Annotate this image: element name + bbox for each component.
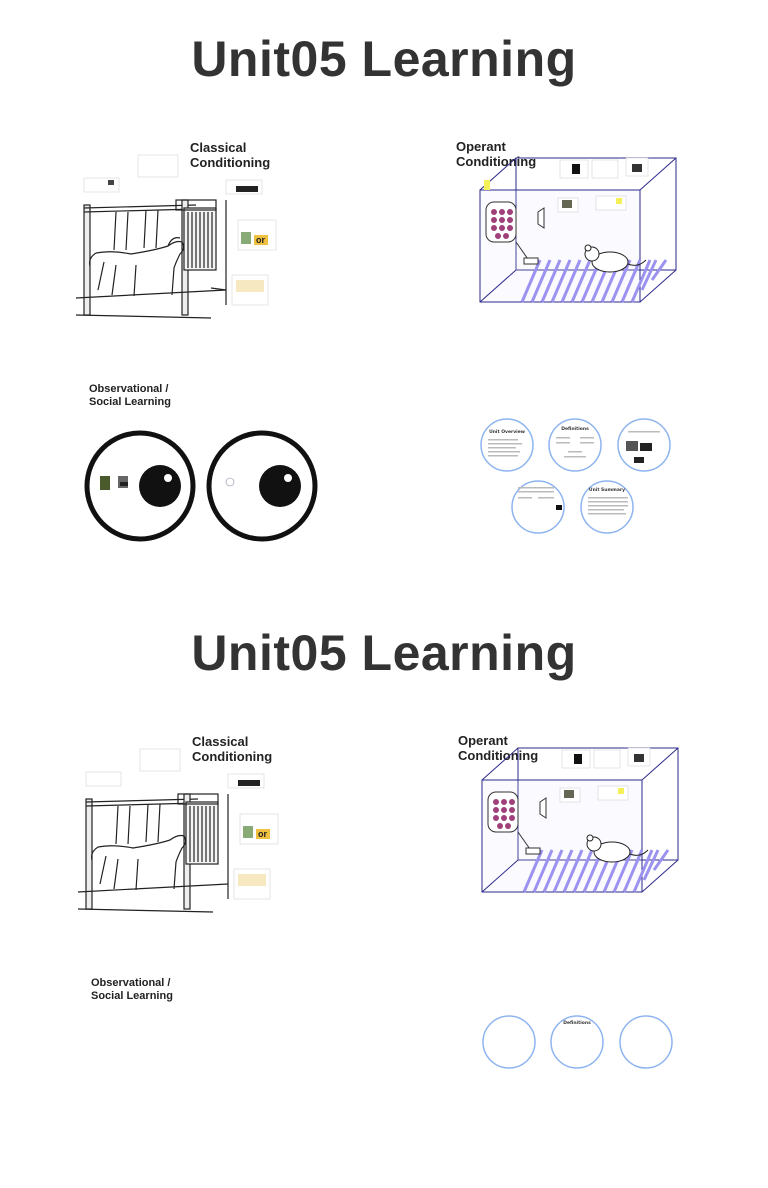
pavlov-dog-illustration: or <box>75 154 277 319</box>
circle-unit-summary[interactable]: Unit Summary <box>589 487 625 493</box>
classical-conditioning-label: Classical Conditioning <box>190 140 271 170</box>
slide-title: Unit05 Learning <box>191 625 577 681</box>
circle-definitions[interactable]: Definitions <box>563 1020 591 1026</box>
overview-circles: Unit Overview Definitions Unit Summary <box>480 418 671 534</box>
circle-definitions[interactable]: Definitions <box>561 426 589 432</box>
observational-learning-label: Observational / Social Learning <box>91 977 173 1002</box>
circle-unit-overview[interactable]: Unit Overview <box>489 429 525 435</box>
slide-2: Unit05 Learning Classical Conditioning <box>0 594 768 1188</box>
svg-text:or: or <box>256 235 265 245</box>
pavlov-dog-illustration: or <box>77 748 279 913</box>
observational-learning-label: Observational / Social Learning <box>89 383 171 408</box>
operant-box-illustration <box>481 747 679 893</box>
overview-circles: Definitions <box>482 1015 673 1069</box>
classical-conditioning-label: Classical Conditioning <box>192 734 273 764</box>
eyes-illustration <box>84 430 318 542</box>
operant-box-illustration <box>479 157 677 303</box>
slide-title: Unit05 Learning <box>191 31 577 87</box>
slide-1: Unit05 Learning Classical Conditioning <box>75 31 677 542</box>
svg-text:or: or <box>258 829 267 839</box>
